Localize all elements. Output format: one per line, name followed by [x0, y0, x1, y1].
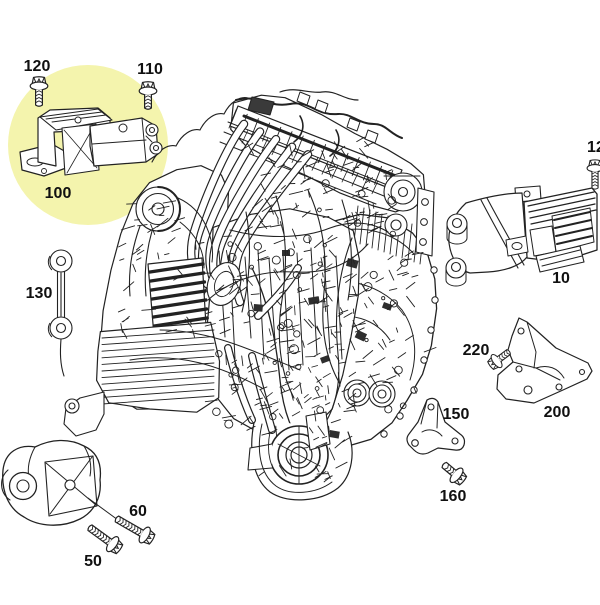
- svg-text:120: 120: [587, 139, 600, 156]
- svg-text:130: 130: [26, 285, 53, 302]
- svg-text:100: 100: [45, 185, 72, 202]
- svg-text:200: 200: [544, 404, 571, 421]
- svg-text:110: 110: [137, 61, 163, 78]
- svg-text:50: 50: [84, 553, 102, 570]
- svg-text:150: 150: [443, 406, 470, 423]
- svg-text:10: 10: [552, 270, 570, 287]
- svg-text:160: 160: [440, 488, 467, 505]
- svg-text:220: 220: [463, 342, 490, 359]
- svg-text:120: 120: [24, 58, 51, 75]
- svg-text:60: 60: [129, 503, 147, 520]
